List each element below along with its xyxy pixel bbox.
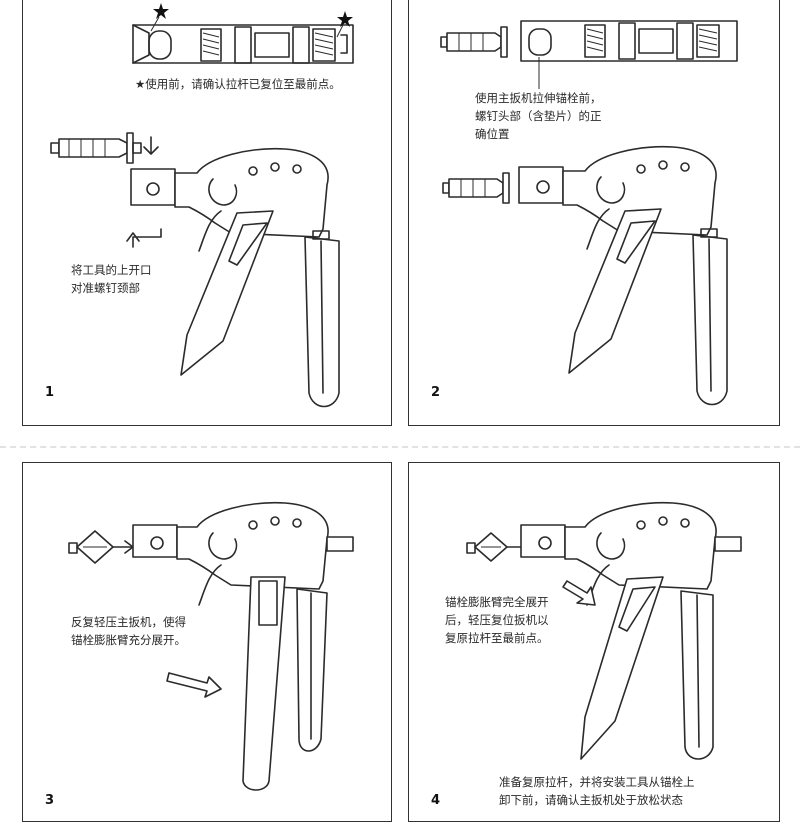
step-3-illustration — [68, 501, 354, 791]
rivet-gun-drawing — [132, 501, 354, 791]
rivet-gun-drawing — [518, 145, 728, 406]
step-3-side-caption: 反复轻压主扳机，使得 锚栓膨胀臂充分展开。 — [71, 615, 186, 647]
step-2-illustration — [440, 20, 738, 406]
expanded-anchor-drawing — [68, 530, 134, 564]
anchor-bolt-in-tool-drawing — [442, 172, 510, 204]
step-3-panel: 反复轻压主扳机，使得 锚栓膨胀臂充分展开。 3 — [22, 462, 392, 822]
star-marker-left — [150, 3, 169, 32]
step-2-panel: 使用主扳机拉伸锚栓前， 螺钉头部（含垫片）的正 确位置 2 — [408, 0, 780, 426]
step-1-side-caption: 将工具的上开口 对准螺钉颈部 — [71, 263, 152, 295]
pointing-arrow-icon — [562, 580, 596, 606]
step-2-number: 2 — [431, 385, 441, 400]
step-1-panel: ★使用前，请确认拉杆已复位至最前点。 将工具的上开口 对准螺钉颈部 1 — [22, 0, 392, 426]
step-4-panel: 锚栓膨胀臂完全展开 后，轻压复位扳机以 复原拉杆至最前点。 准备复原拉杆，并将安… — [408, 462, 780, 822]
section-divider — [0, 446, 800, 448]
step-1-illustration — [50, 3, 354, 408]
step-4-number: 4 — [431, 793, 441, 808]
curved-return-arrow-icon — [126, 228, 162, 248]
down-arrow-icon — [143, 136, 159, 155]
step-3-number: 3 — [45, 793, 55, 808]
push-arrow-icon — [166, 672, 222, 698]
star-marker-right — [336, 11, 353, 38]
step-4-bottom-caption: 准备复原拉杆，并将安装工具从锚栓上 卸下前，请确认主扳机处于放松状态 — [499, 775, 695, 807]
tool-top-view-with-anchor-drawing — [440, 20, 738, 89]
rivet-gun-drawing — [130, 147, 340, 408]
step-1-top-caption: ★使用前，请确认拉杆已复位至最前点。 — [135, 77, 341, 91]
expanded-anchor-drawing — [466, 532, 522, 562]
tool-top-view-drawing — [132, 24, 354, 64]
rivet-gun-drawing — [520, 501, 742, 760]
step-4-illustration — [466, 501, 742, 760]
step-4-side-caption: 锚栓膨胀臂完全展开 后，轻压复位扳机以 复原拉杆至最前点。 — [445, 595, 549, 645]
anchor-bolt-drawing — [50, 132, 142, 164]
step-2-top-caption: 使用主扳机拉伸锚栓前， 螺钉头部（含垫片）的正 确位置 — [475, 91, 602, 141]
step-1-number: 1 — [45, 385, 55, 400]
